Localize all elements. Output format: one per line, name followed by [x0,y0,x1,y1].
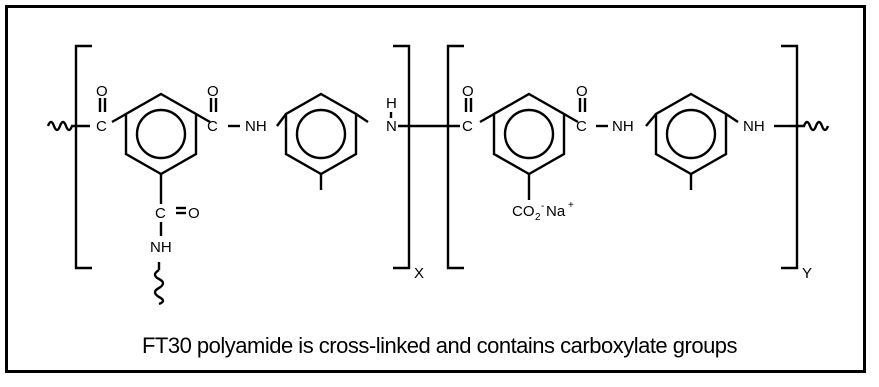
bracket-y-right [781,44,799,270]
crosslink-nh: NH [150,239,172,256]
carbonyl-left-ring1 [98,98,107,112]
benzene-ring-2 [284,92,358,176]
crosslink-c: C [155,205,166,222]
atom-c: C [207,118,218,135]
benzene-ring-1 [124,92,198,176]
bracket-x-right [393,44,411,270]
atom-o: O [462,83,474,100]
diagram-frame [5,5,866,373]
atom-o: O [96,83,108,100]
carboxylate-minus: - [541,201,544,212]
atom-c: C [462,118,473,135]
repeat-y-label: Y [802,265,812,282]
crosslink-o: O [188,205,200,222]
atom-c: C [576,118,587,135]
atom-o: O [207,83,219,100]
sodium-charge: + [568,200,574,211]
right-chain-wave [790,120,830,132]
benzene-ring-3 [492,92,566,176]
atom-h: H [386,95,397,112]
carboxylate-co: CO [512,203,535,220]
bracket-y-left [446,44,464,270]
amide-nh: NH [245,118,267,135]
atom-o: O [576,83,588,100]
carbonyl-right-ring3 [578,98,587,112]
atom-c: C [96,118,107,135]
carbonyl-left-ring3 [464,98,473,112]
sodium-na: Na [546,203,566,220]
bracket-x-left [74,44,92,270]
left-chain-wave [46,120,90,132]
carbonyl-right-ring1 [209,98,218,112]
amide-nh: NH [612,118,634,135]
diagram-caption: FT30 polyamide is cross-linked and conta… [141,333,738,358]
benzene-ring-4 [654,92,728,176]
carboxylate-subscript: 2 [535,212,541,223]
crosslink-squiggle [153,268,165,306]
repeat-x-label: X [414,265,424,282]
amine-nh: NH [743,118,765,135]
atom-n: N [386,118,397,135]
